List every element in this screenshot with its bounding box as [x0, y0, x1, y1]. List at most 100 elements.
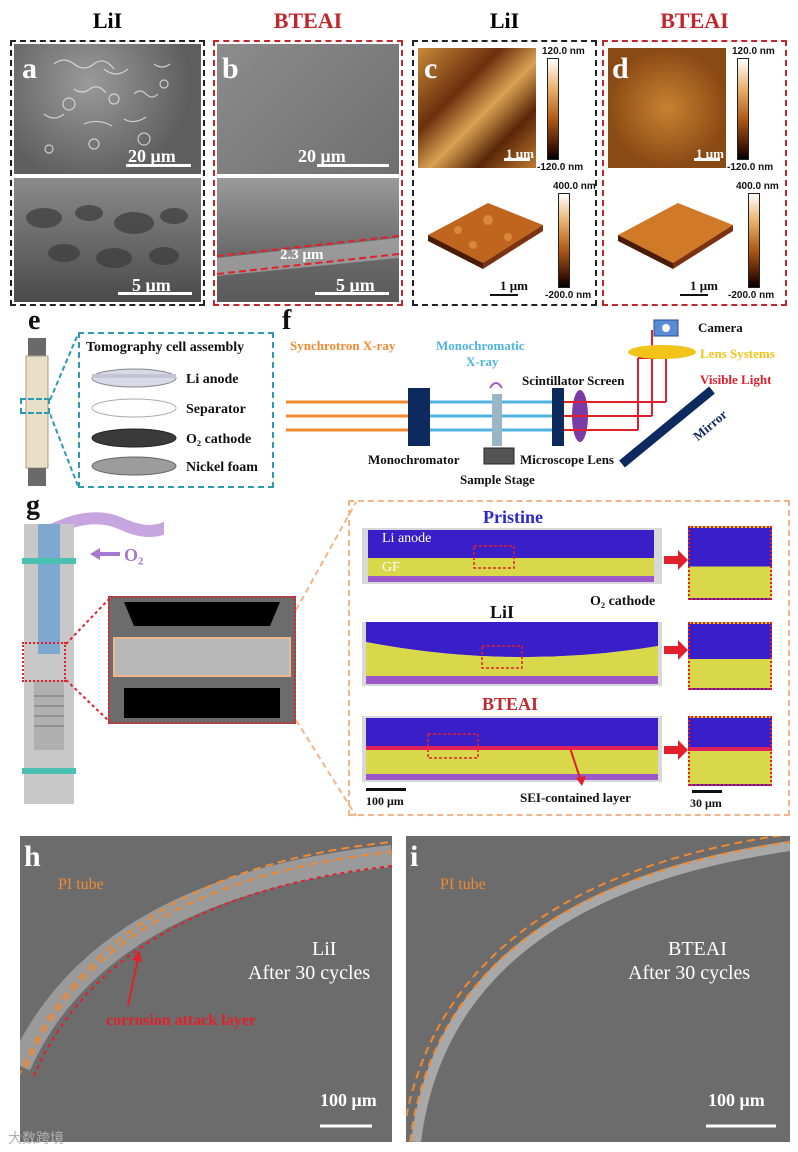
colorbar-d-top-min: -120.0 nm — [727, 162, 774, 173]
pristine-tomogram — [362, 528, 662, 584]
watermark: 大数跨境 — [8, 1131, 64, 1147]
colorbar-d-bottom-max: 400.0 nm — [736, 181, 779, 192]
o2-arrow — [90, 548, 120, 560]
sample-stage-label: Sample Stage — [460, 472, 535, 487]
scintillator-label: Scintillator Screen — [522, 373, 625, 388]
panel-c-afm-3d — [418, 185, 548, 275]
panel-b-frame — [213, 40, 403, 306]
cell-assembly-frame — [78, 332, 274, 488]
panel-a-bottom-image — [14, 178, 201, 302]
panel-a-frame — [10, 40, 205, 306]
panel-a-top-image — [14, 44, 201, 174]
g-zoom-lines — [65, 597, 111, 723]
panel-c-frame — [412, 40, 597, 306]
header-d: BTEAI — [660, 8, 729, 33]
panel-d-frame — [602, 40, 787, 306]
o2-cathode-label: O₂ cathode — [590, 594, 656, 609]
scale-c-top: 1 μm — [506, 146, 534, 161]
panel-label-b: b — [222, 52, 239, 85]
scale-b-bottom: 5 μm — [336, 275, 375, 295]
monochromator-label: Monochromator — [368, 452, 460, 467]
scale-a-top: 20 μm — [128, 146, 176, 166]
header-c: LiI — [489, 8, 520, 33]
h-corrosion-label: corrosion attack layer — [106, 1012, 256, 1029]
ct-slice-bteai — [406, 836, 790, 1142]
layer-separator: Separator — [186, 402, 246, 417]
h-pi-tube-label: PI tube — [58, 876, 104, 893]
pristine-zoom — [688, 526, 772, 600]
bteai-title: BTEAI — [482, 694, 539, 714]
colorbar-d-bottom-min: -200.0 nm — [728, 290, 775, 301]
panel-b-top-image — [217, 44, 399, 174]
tomo-results-frame — [348, 500, 790, 816]
beamline-diagram — [286, 319, 715, 468]
i-scale-label: 100 μm — [708, 1090, 765, 1110]
i-title-line2: After 30 cycles — [628, 962, 751, 984]
h-title-line2: After 30 cycles — [248, 962, 371, 984]
layer-o2-cathode: O₂ cathode — [186, 432, 252, 447]
zoom-arrows — [664, 550, 688, 760]
microscope-lens-label: Microscope Lens — [520, 452, 614, 467]
panel-label-e: e — [28, 305, 41, 336]
bteai-zoom — [688, 716, 772, 786]
panel-label-g: g — [26, 490, 40, 521]
camera-label: Camera — [698, 320, 743, 335]
mono-xray-label-2: X-ray — [466, 354, 499, 369]
lii-title: LiI — [490, 602, 515, 622]
scale-d-top: 1 μm — [696, 146, 724, 161]
sei-arrow — [569, 747, 586, 786]
visible-light-label: Visible Light — [700, 372, 772, 387]
cell-layer-discs — [91, 368, 177, 476]
scale-main-line — [366, 788, 406, 791]
cell-assembly-title: Tomography cell assembly — [86, 340, 245, 355]
colorbar-d-bottom — [748, 193, 760, 288]
colorbar-c-bottom-max: 400.0 nm — [553, 181, 596, 192]
cell-zoom-region — [22, 642, 66, 682]
panel-label-f: f — [282, 305, 292, 336]
scale-c-bottom-line — [490, 294, 518, 296]
thickness-label: 2.3 μm — [280, 247, 324, 263]
scale-d-bottom: 1 μm — [690, 278, 718, 293]
scale-b-top: 20 μm — [298, 146, 346, 166]
header-a: LiI — [92, 8, 123, 33]
colorbar-c-top-max: 120.0 nm — [542, 46, 585, 57]
panel-d-afm-2d — [608, 48, 726, 168]
pristine-title: Pristine — [483, 507, 543, 527]
cell-zoom-lines — [50, 333, 79, 487]
cell-zoom-marker — [20, 398, 50, 414]
ct-slice-lii — [20, 836, 392, 1142]
panel-label-h: h — [24, 840, 41, 873]
scale-zoom-label: 30 μm — [690, 796, 722, 810]
colorbar-c-top-min: -120.0 nm — [537, 162, 584, 173]
mono-xray-label-1: Monochromatic — [436, 338, 525, 353]
colorbar-d-top-max: 120.0 nm — [732, 46, 775, 57]
lii-tomogram — [362, 622, 662, 686]
scale-a-bottom: 5 μm — [132, 275, 171, 295]
pristine-gf-label: GF — [382, 560, 400, 575]
layer-li-anode: Li anode — [186, 372, 239, 387]
g-zoom-image — [108, 596, 296, 724]
g-peach-lines — [296, 501, 357, 817]
synchrotron-label: Synchrotron X-ray — [290, 338, 396, 353]
i-title-line1: BTEAI — [668, 938, 727, 960]
scale-c-bottom: 1 μm — [500, 278, 528, 293]
h-title-line1: LiI — [312, 938, 337, 960]
scale-zoom-line — [692, 790, 722, 793]
i-pi-tube-label: PI tube — [440, 876, 486, 893]
colorbar-c-bottom — [558, 193, 570, 288]
colorbar-d-top — [737, 58, 749, 160]
panel-b-bottom-image — [217, 178, 399, 302]
pristine-li-anode-label: Li anode — [382, 531, 432, 546]
bteai-tomogram — [362, 716, 662, 782]
layer-nickel-foam: Nickel foam — [186, 460, 258, 475]
h-scale-label: 100 μm — [320, 1090, 377, 1110]
colorbar-c-bottom-min: -200.0 nm — [545, 290, 592, 301]
sei-layer-label: SEI-contained layer — [520, 790, 631, 805]
panel-label-a: a — [22, 52, 37, 85]
lens-systems-label: Lens Systems — [700, 346, 775, 361]
panel-d-afm-3d — [608, 185, 738, 275]
scale-d-bottom-line — [680, 294, 708, 296]
corrosion-arrow — [127, 950, 142, 1007]
header-b: BTEAI — [273, 8, 343, 33]
panel-label-c: c — [424, 52, 438, 85]
